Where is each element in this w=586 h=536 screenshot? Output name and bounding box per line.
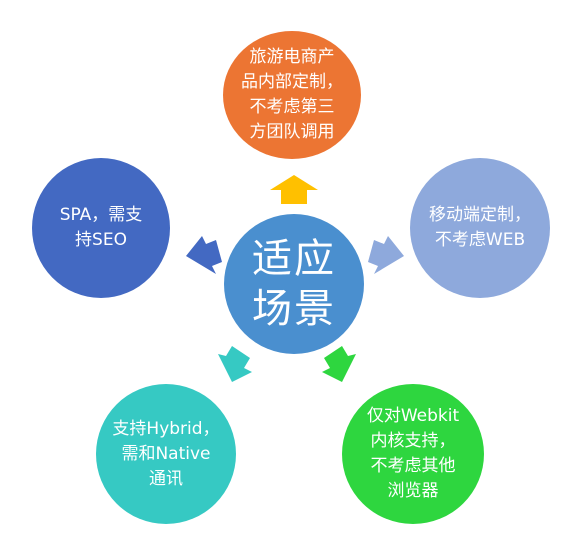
node-bottom-right-text: 仅对Webkit 内核支持， 不考虑其他 浏览器 bbox=[366, 406, 460, 501]
arrow-to-left bbox=[186, 236, 222, 274]
node-bottom-right: 仅对Webkit 内核支持， 不考虑其他 浏览器 bbox=[342, 384, 484, 524]
node-bottom-left: 支持Hybrid， 需和Native 通讯 bbox=[96, 384, 236, 524]
node-top: 旅游电商产 品内部定制， 不考虑第三 方团队调用 bbox=[223, 31, 361, 159]
arrow-to-top bbox=[270, 175, 318, 204]
node-top-text: 旅游电商产 品内部定制， 不考虑第三 方团队调用 bbox=[241, 47, 343, 142]
node-right-text: 移动端定制， 不考虑WEB bbox=[429, 205, 531, 250]
arrow-to-bottom-right bbox=[322, 346, 356, 382]
center-node: 适应 场景 bbox=[224, 214, 364, 354]
node-left: SPA，需支 持SEO bbox=[32, 158, 170, 298]
node-bottom-left-text: 支持Hybrid， 需和Native 通讯 bbox=[112, 418, 220, 489]
arrow-to-right bbox=[368, 236, 404, 274]
node-left-text: SPA，需支 持SEO bbox=[59, 205, 143, 250]
arrow-to-bottom-left bbox=[218, 346, 252, 382]
center-node-text: 适应 场景 bbox=[252, 236, 336, 332]
node-right: 移动端定制， 不考虑WEB bbox=[410, 158, 550, 298]
